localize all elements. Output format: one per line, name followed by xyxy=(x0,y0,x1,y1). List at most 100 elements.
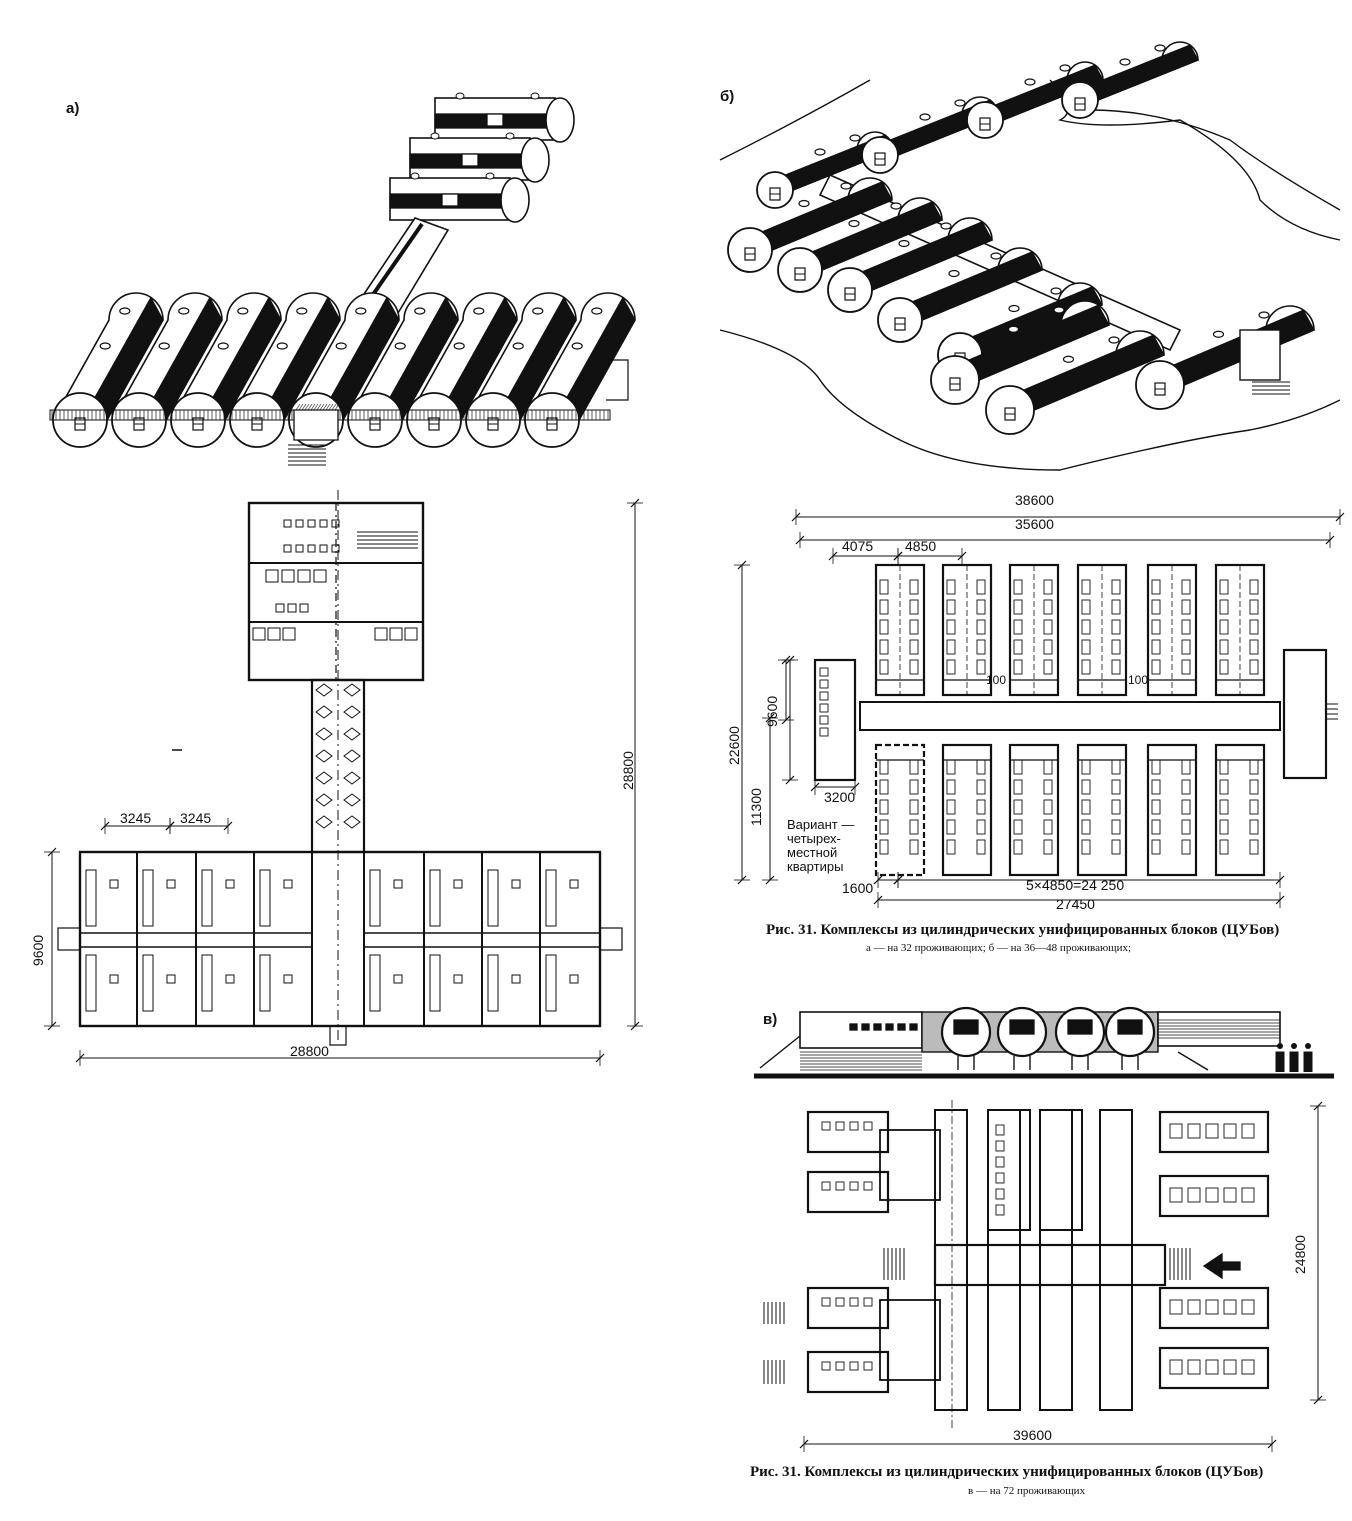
bed-icon xyxy=(946,619,956,635)
table-icon xyxy=(166,879,176,889)
equipment-icon xyxy=(835,1297,845,1307)
bed-icon xyxy=(1249,839,1259,855)
bed-icon xyxy=(946,799,956,815)
bed-icon xyxy=(1111,659,1121,675)
bed-icon xyxy=(1223,1359,1237,1375)
bed-icon xyxy=(909,779,919,795)
corridor-shadow xyxy=(370,222,424,298)
equipment-icon xyxy=(849,1361,859,1371)
bed-icon xyxy=(1205,1123,1219,1139)
cross-corridor xyxy=(933,1243,1167,1287)
cylinder-block xyxy=(777,197,943,293)
vent-icon xyxy=(814,148,826,156)
bed-icon xyxy=(259,954,271,1012)
window-icon xyxy=(1009,1019,1035,1035)
right-wing-block xyxy=(1158,1286,1270,1330)
equipment-icon xyxy=(819,679,829,689)
bed-icon xyxy=(1169,1359,1183,1375)
bed-icon xyxy=(1169,1299,1183,1315)
bed-icon xyxy=(976,639,986,655)
entrance-vestibule xyxy=(293,409,339,441)
window-icon xyxy=(1117,1019,1143,1035)
bed-icon xyxy=(946,819,956,835)
spine-corridor xyxy=(934,1109,968,1411)
equipment-icon xyxy=(835,1121,845,1131)
bed-icon xyxy=(487,954,499,1012)
vent-icon xyxy=(849,134,861,142)
bed-icon xyxy=(1151,799,1161,815)
bed-icon xyxy=(1181,799,1191,815)
bed-icon xyxy=(1151,579,1161,595)
vent-icon xyxy=(99,342,111,350)
furniture-icon xyxy=(307,519,316,528)
vent-icon xyxy=(1258,311,1270,319)
residential-unit xyxy=(874,743,926,877)
connector-block xyxy=(879,1129,941,1201)
person-head xyxy=(1291,1043,1297,1049)
upper-block-end xyxy=(545,97,575,143)
furniture-icon xyxy=(319,544,328,553)
bed-icon xyxy=(1219,619,1229,635)
bed-icon xyxy=(1169,1187,1183,1203)
bed-icon xyxy=(1043,779,1053,795)
caption-2-sub: в — на 72 проживающих xyxy=(968,1485,1086,1497)
upper-block xyxy=(409,132,550,183)
sanitary-icon xyxy=(374,627,388,641)
bed-icon xyxy=(1187,1299,1201,1315)
bed-icon xyxy=(909,799,919,815)
vent-icon xyxy=(571,342,583,350)
table-icon xyxy=(166,974,176,984)
bed-icon xyxy=(1223,1187,1237,1203)
bed-icon xyxy=(369,954,381,1012)
table-icon xyxy=(569,974,579,984)
bed-icon xyxy=(1187,1123,1201,1139)
bed-icon xyxy=(1081,659,1091,675)
bed-icon xyxy=(1219,759,1229,775)
variant-note: Вариант — четырех- местной квартиры xyxy=(787,817,855,874)
equipment-icon xyxy=(849,1121,859,1131)
bed-icon xyxy=(1081,819,1091,835)
vent-icon xyxy=(237,307,249,315)
bed-icon xyxy=(1219,819,1229,835)
right-wing xyxy=(1282,648,1328,780)
vent-icon xyxy=(1008,304,1020,313)
bed-icon xyxy=(1151,819,1161,835)
furniture-icon xyxy=(295,544,304,553)
equipment-icon xyxy=(849,1297,859,1307)
person-icon xyxy=(1303,1051,1313,1072)
residential-unit xyxy=(1214,743,1266,877)
equipment-icon xyxy=(821,1297,831,1307)
vent-icon xyxy=(1007,325,1020,333)
bed-icon xyxy=(1081,839,1091,855)
bed-icon xyxy=(1043,819,1053,835)
window-icon xyxy=(861,1023,870,1031)
bed-icon xyxy=(1187,1359,1201,1375)
panel-a-letter: а) xyxy=(66,100,80,117)
bed-icon xyxy=(1013,839,1023,855)
bed-icon xyxy=(909,839,919,855)
equipment-icon xyxy=(863,1121,873,1131)
panel-b-plan xyxy=(734,509,1345,908)
hatch-line xyxy=(313,403,319,411)
equipment-icon xyxy=(265,569,279,583)
equipment-icon xyxy=(835,1181,845,1191)
dim-4850: 4850 xyxy=(905,538,937,554)
dim-row-sum: 5×4850=24 250 xyxy=(1026,877,1125,893)
dim-28800-horizontal: 28800 xyxy=(290,1043,329,1059)
furniture-icon xyxy=(295,519,304,528)
cylinder-block xyxy=(229,292,341,448)
bed-icon xyxy=(1043,659,1053,675)
vent-icon xyxy=(532,307,544,315)
cylinder-block xyxy=(930,300,1110,405)
left-wing-block xyxy=(806,1170,890,1214)
interior-block xyxy=(1039,1109,1083,1231)
bed-icon xyxy=(1151,839,1161,855)
bed-icon xyxy=(879,779,889,795)
table-icon xyxy=(283,974,293,984)
bed-icon xyxy=(85,869,97,927)
bed-icon xyxy=(1181,659,1191,675)
bed-icon xyxy=(1013,579,1023,595)
vent-icon xyxy=(591,307,603,315)
bed-icon xyxy=(1043,599,1053,615)
bed-icon xyxy=(142,869,154,927)
